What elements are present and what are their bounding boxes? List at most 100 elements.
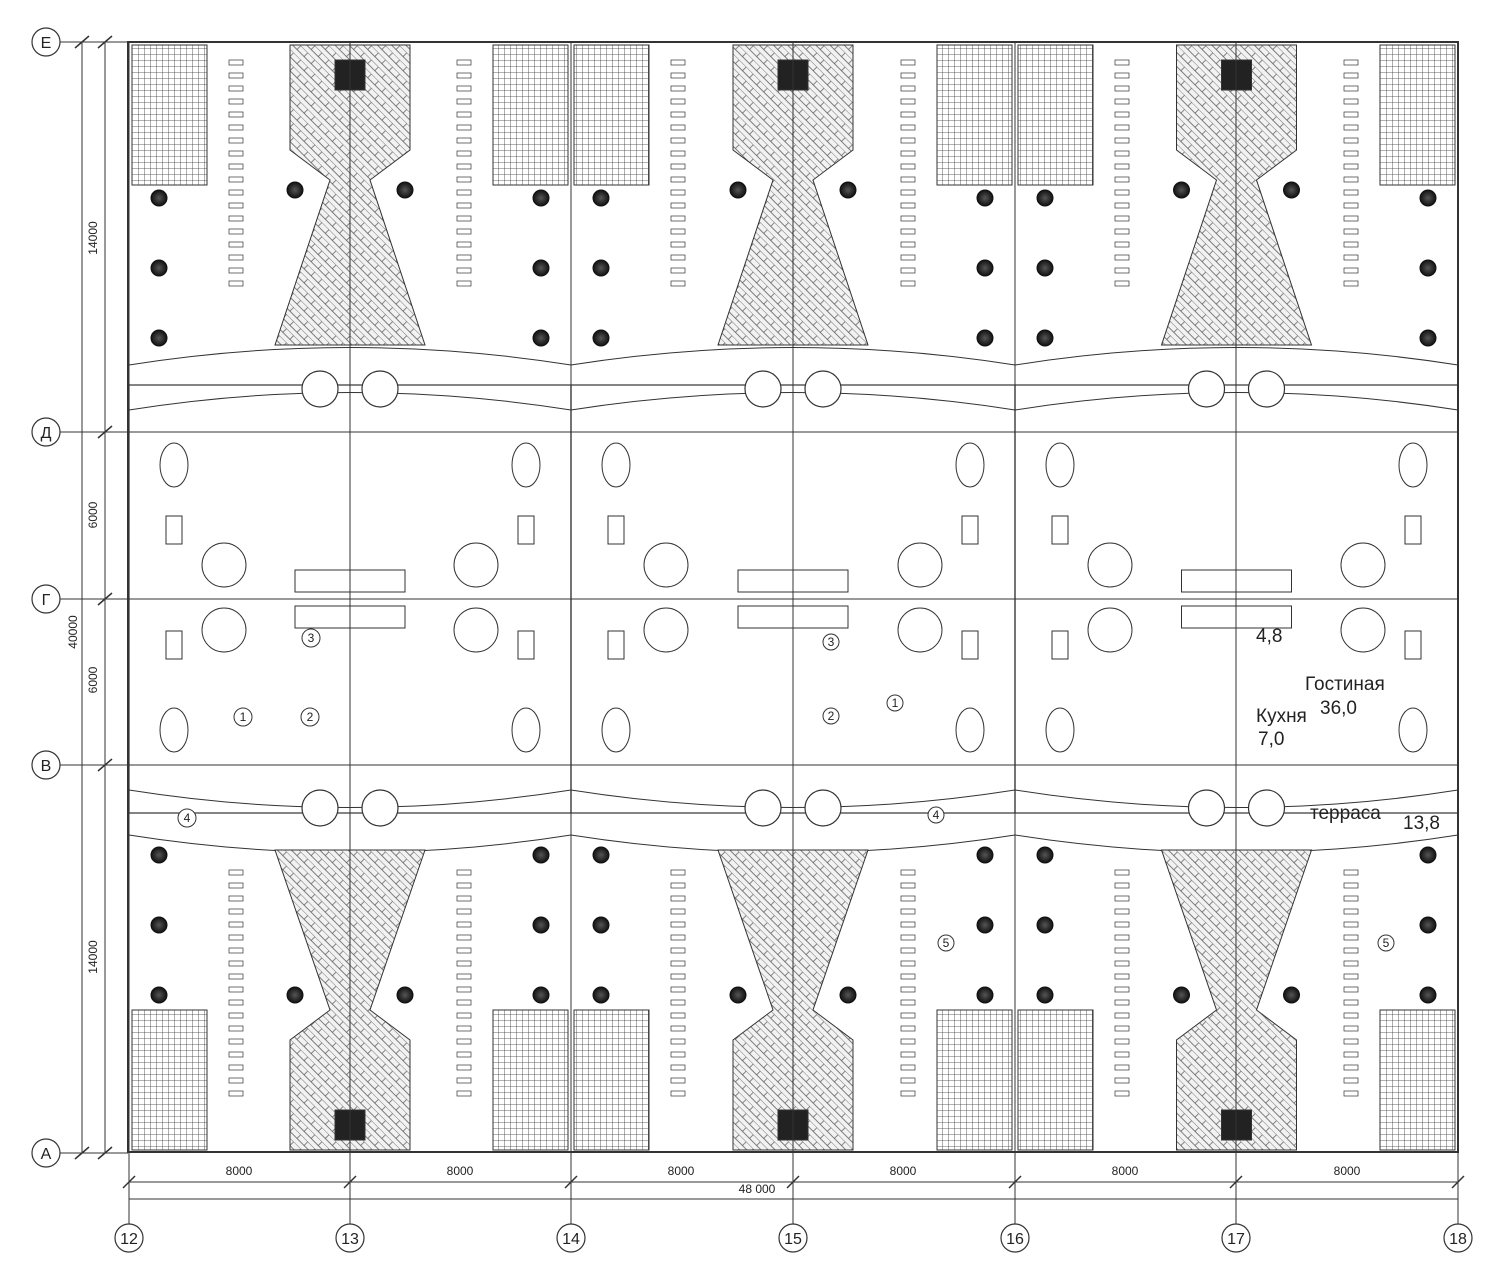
shrub	[670, 908, 686, 915]
shrub	[228, 1077, 244, 1084]
round-planter	[301, 789, 339, 827]
svg-text:А: А	[41, 1146, 52, 1163]
shrub	[670, 1038, 686, 1045]
shrub	[670, 986, 686, 993]
shrub	[1114, 228, 1130, 235]
tree	[1036, 916, 1054, 934]
tree	[532, 189, 550, 207]
tree	[1419, 986, 1437, 1004]
dining-table	[1398, 442, 1428, 488]
tree	[532, 259, 550, 277]
shrub	[456, 999, 472, 1006]
shrub	[456, 869, 472, 876]
round-planter	[744, 370, 782, 408]
shrub	[456, 72, 472, 79]
tree	[592, 986, 610, 1004]
shrub	[1343, 895, 1359, 902]
shrub	[228, 1090, 244, 1097]
tree	[592, 916, 610, 934]
shrub	[900, 98, 916, 105]
shrub	[1343, 960, 1359, 967]
shrub	[228, 59, 244, 66]
shrub	[1343, 85, 1359, 92]
paved-yard	[936, 44, 1013, 186]
shrub	[1343, 215, 1359, 222]
shrub	[900, 254, 916, 261]
tree	[1173, 986, 1190, 1004]
round-planter	[804, 789, 842, 827]
shrub	[1114, 254, 1130, 261]
dimension-lines	[74, 35, 1465, 1200]
marker-5b: 5	[1377, 934, 1395, 952]
shrub	[456, 202, 472, 209]
shrub	[456, 947, 472, 954]
grid-lines	[60, 41, 1459, 1225]
shrub	[670, 98, 686, 105]
dim-tick	[1008, 1175, 1022, 1189]
shrub	[1114, 1051, 1130, 1058]
shrub	[1114, 202, 1130, 209]
shrub	[900, 124, 916, 131]
shrub	[1114, 137, 1130, 144]
shrub	[900, 267, 916, 274]
shrub	[456, 1038, 472, 1045]
shrub	[1343, 869, 1359, 876]
room-bath-area: 4,8	[1256, 626, 1282, 647]
shrub	[1114, 1012, 1130, 1019]
shrub	[456, 111, 472, 118]
spiral-stair	[643, 607, 689, 653]
shrub	[456, 882, 472, 889]
shrub	[670, 999, 686, 1006]
shrub	[456, 1064, 472, 1071]
shrub	[228, 72, 244, 79]
spiral-stair	[201, 542, 247, 588]
sofa	[1051, 630, 1069, 660]
svg-text:Е: Е	[41, 35, 52, 52]
shrub	[228, 124, 244, 131]
shrub	[1343, 1064, 1359, 1071]
shrub	[456, 908, 472, 915]
shrub	[900, 202, 916, 209]
shrub	[228, 215, 244, 222]
marker-4a: 4	[177, 808, 197, 828]
marker-5a: 5	[937, 934, 955, 952]
shrub	[900, 973, 916, 980]
tree	[592, 189, 610, 207]
axis-bubble-D: Д	[31, 417, 61, 447]
dim-bay-4: 8000	[890, 1164, 917, 1178]
shrub	[1343, 986, 1359, 993]
axis-bubble-V: В	[31, 750, 61, 780]
shrub	[1343, 150, 1359, 157]
round-planter	[804, 370, 842, 408]
shrub	[1343, 921, 1359, 928]
shrub	[1343, 241, 1359, 248]
shrub	[670, 882, 686, 889]
tree	[729, 986, 747, 1004]
shrub	[1114, 59, 1130, 66]
shrub	[670, 176, 686, 183]
shrub	[670, 124, 686, 131]
shrub	[1343, 1025, 1359, 1032]
shrub	[900, 150, 916, 157]
shrub	[1114, 189, 1130, 196]
svg-text:1: 1	[240, 710, 247, 724]
shrub	[1343, 934, 1359, 941]
sofa	[607, 515, 625, 545]
shrub	[900, 960, 916, 967]
shrub	[900, 163, 916, 170]
shrub	[228, 1012, 244, 1019]
tree	[592, 846, 610, 864]
dining-table	[511, 707, 541, 753]
tree	[1419, 259, 1437, 277]
shrub	[228, 882, 244, 889]
marker-1b: 1	[886, 694, 904, 712]
shrub	[1343, 254, 1359, 261]
dim-bay-6: 8000	[1334, 1164, 1361, 1178]
shrub	[228, 895, 244, 902]
dim-south-garden: 14000	[86, 940, 100, 974]
tree	[839, 181, 857, 199]
sofa	[961, 630, 979, 660]
svg-text:12: 12	[120, 1231, 138, 1248]
shrub	[456, 1012, 472, 1019]
